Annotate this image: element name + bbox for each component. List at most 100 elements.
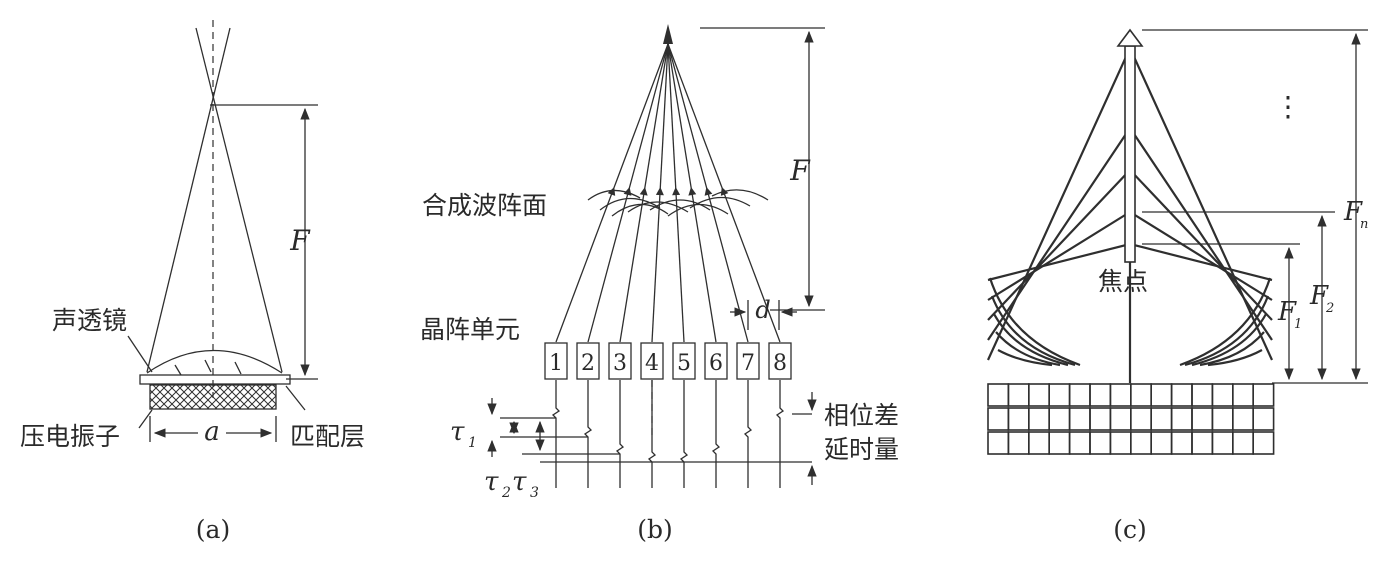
array-cell: [1170, 431, 1193, 455]
array-cell: [1150, 383, 1173, 407]
array-element: [544, 342, 568, 380]
array-cell: [1028, 431, 1051, 455]
ray-arrowhead: [688, 187, 697, 196]
transducer-leader: [138, 409, 153, 429]
focal-label: F: [289, 224, 311, 257]
lens-hatch: [204, 359, 212, 373]
array-cell: [1130, 431, 1153, 455]
array-element: [736, 342, 760, 380]
array-cell: [1232, 431, 1255, 455]
panel-c: 焦点 ⋮ F 1 F 2 F n (c): [986, 28, 1368, 544]
array-cell: [1150, 431, 1173, 455]
array-cell: [1089, 431, 1112, 455]
tau3-subscript: 3: [530, 485, 539, 501]
array-cell: [1048, 431, 1071, 455]
array-element: [576, 342, 600, 380]
array-cell: [1028, 407, 1051, 431]
element-number: 6: [709, 351, 723, 376]
array-cell: [1150, 407, 1173, 431]
beam-line-right: [195, 27, 283, 373]
lens-leader: [127, 335, 153, 373]
array-cell: [1007, 383, 1030, 407]
f2-symbol: F: [1309, 281, 1329, 311]
tau2-subscript: 2: [501, 485, 511, 501]
piezo-element: [149, 384, 277, 410]
focus-axis: [1124, 45, 1136, 263]
caption-b: (b): [637, 515, 673, 544]
element-number: 1: [549, 351, 563, 376]
transducer-array: [987, 383, 1275, 455]
fn-symbol: F: [1343, 197, 1363, 227]
array-cell: [987, 407, 1010, 431]
panel-a: F 声透镜 压电振子 a 匹配层 (a): [20, 20, 365, 544]
array-cell: [1191, 383, 1214, 407]
ellipsis: ⋮: [1274, 90, 1302, 123]
fn-subscript: n: [1360, 217, 1368, 232]
element-number: 3: [613, 351, 627, 376]
element-number: 7: [741, 351, 755, 376]
array-cell: [1089, 383, 1112, 407]
ray-arrowhead: [639, 187, 648, 196]
delay-label: 延时量: [824, 435, 899, 464]
beam-line-left: [146, 27, 231, 373]
element-number: 2: [581, 351, 595, 376]
array-cell: [1109, 431, 1132, 455]
wavefront-curves: [988, 277, 1272, 367]
focal-label-b: F: [789, 154, 811, 187]
array-cell: [1252, 407, 1275, 431]
delay-signal-lines: [551, 380, 785, 488]
array-cell: [1252, 383, 1275, 407]
array-cell: [1170, 383, 1193, 407]
focus-axis-arrow: [1116, 28, 1144, 47]
array-cell: [1130, 383, 1153, 407]
array-cell: [1170, 407, 1193, 431]
tau1-subscript: 1: [468, 435, 477, 451]
array-cell: [1211, 407, 1234, 431]
array-cell: [1089, 407, 1112, 431]
tau1-symbol: τ: [450, 417, 465, 447]
array-cell: [1191, 407, 1214, 431]
array-cell: [1232, 407, 1255, 431]
tau3-symbol: τ: [512, 467, 527, 497]
array-cell: [1007, 407, 1030, 431]
element-number: 5: [677, 351, 691, 376]
array-cell: [1211, 383, 1234, 407]
array-cell: [1048, 407, 1071, 431]
array-cell: [1068, 431, 1091, 455]
caption-a: (a): [196, 515, 230, 544]
array-cell: [1028, 383, 1051, 407]
tau2-symbol: τ: [484, 467, 499, 497]
array-elements: 1 2 3 4 5 6 7 8: [544, 342, 792, 380]
lens-hatch: [174, 364, 182, 376]
array-cell: [1252, 431, 1275, 455]
array-cell: [987, 431, 1010, 455]
caption-c: (c): [1113, 515, 1147, 544]
array-cell: [1130, 407, 1153, 431]
lens-label: 声透镜: [52, 306, 127, 335]
array-element: [768, 342, 792, 380]
array-element: [672, 342, 696, 380]
array-cell: [1068, 407, 1091, 431]
f2-subscript: 2: [1325, 301, 1334, 316]
array-cell: [1048, 383, 1071, 407]
array-cell: [1232, 383, 1255, 407]
array-cell: [987, 383, 1010, 407]
ray-arrowhead: [704, 187, 713, 196]
focus-label: 焦点: [1098, 267, 1148, 296]
aperture-label: a: [204, 417, 220, 447]
ray-arrowhead: [672, 187, 681, 196]
array-cell: [1068, 383, 1091, 407]
transducer-label: 压电振子: [20, 422, 120, 451]
array-element: [608, 342, 632, 380]
element-label: 晶阵单元: [420, 315, 520, 344]
synthetic-wavefront: [587, 189, 769, 217]
ray-arrowhead: [655, 187, 664, 196]
ray-arrowhead: [607, 187, 616, 196]
array-cell: [1109, 407, 1132, 431]
f1-symbol: F: [1277, 297, 1297, 327]
lens-hatch: [234, 361, 242, 375]
matching-layer: [139, 374, 291, 385]
array-cell: [1007, 431, 1030, 455]
focal-point-marker: [663, 24, 673, 44]
array-element: [640, 342, 664, 380]
